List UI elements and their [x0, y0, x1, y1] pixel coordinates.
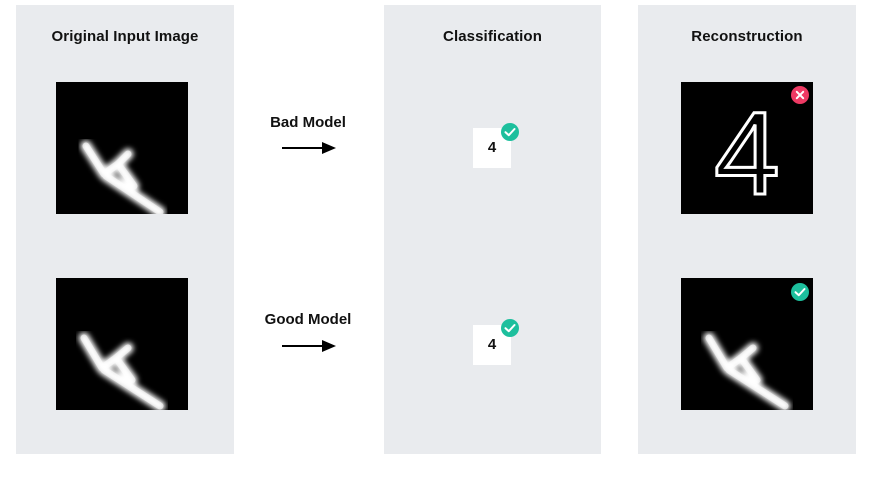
- bad-model-label: Bad Model: [270, 114, 346, 131]
- classification-panel-title: Classification: [443, 28, 542, 45]
- input-image-row-2: [56, 278, 188, 410]
- cross-icon: [791, 86, 809, 104]
- classification-panel: Classification: [384, 5, 601, 454]
- check-icon: [501, 319, 519, 337]
- check-icon: [791, 283, 809, 301]
- reconstruction-panel-title: Reconstruction: [691, 28, 803, 45]
- reconstruction-image-row-2: [681, 278, 813, 410]
- arrow-right-icon: [282, 339, 338, 353]
- good-model-label: Good Model: [264, 311, 352, 328]
- arrow-right-icon: [282, 141, 338, 155]
- input-panel-title: Original Input Image: [51, 28, 199, 45]
- reconstruction-digit-text: 4: [714, 88, 780, 214]
- check-icon: [501, 123, 519, 141]
- reconstruction-image-row-1: 4: [681, 82, 813, 214]
- input-image-row-1: [56, 82, 188, 214]
